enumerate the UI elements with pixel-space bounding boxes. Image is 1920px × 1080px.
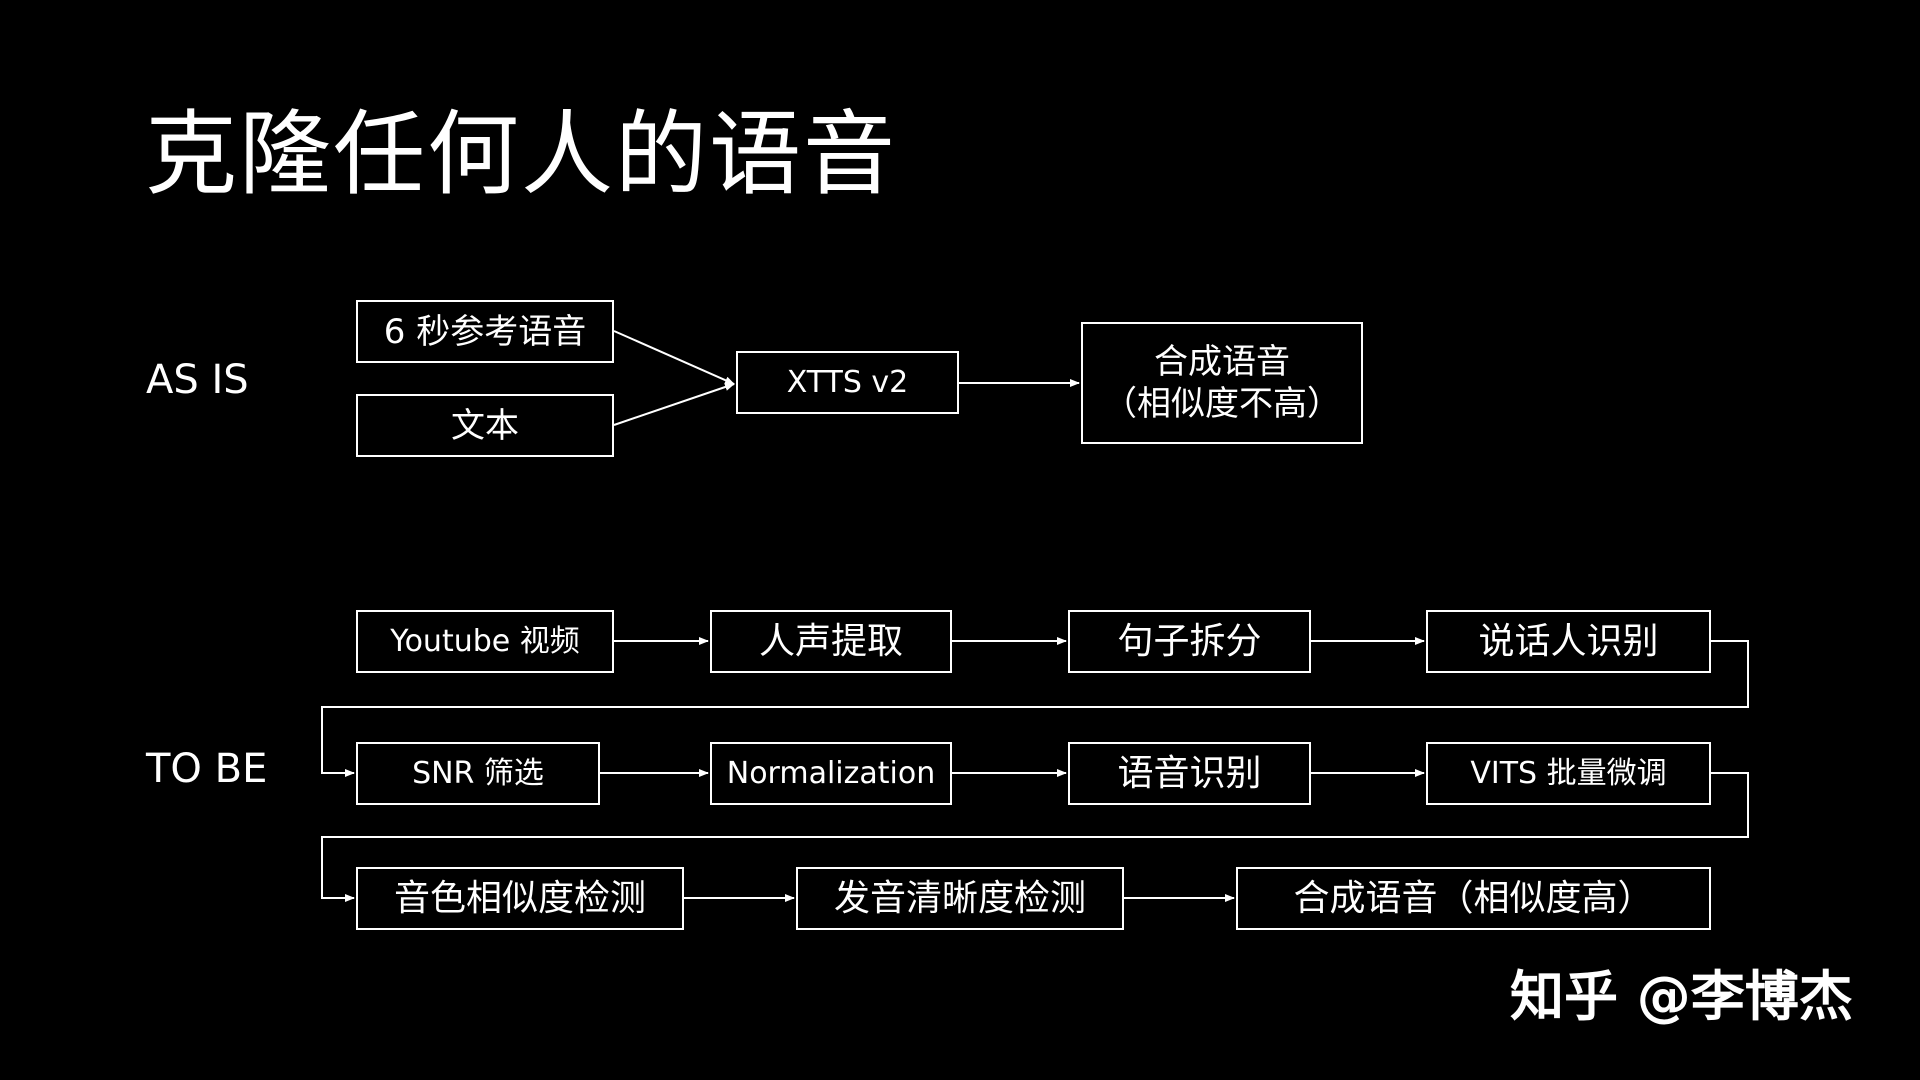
arrow-ref-to-xtts	[613, 330, 735, 385]
step-speaker-recognition: 说话人识别	[1426, 610, 1711, 673]
step-pronunciation-clarity-check: 发音清晰度检测	[796, 867, 1124, 930]
to-be-label: TO BE	[146, 746, 268, 792]
xtts-model-label: XTTS v2	[786, 364, 909, 400]
step-speech-recognition: 语音识别	[1068, 742, 1311, 805]
wrap-connector-row1-to-row2	[321, 640, 1749, 777]
as-is-label: AS IS	[146, 357, 249, 403]
as-is-output-box: 合成语音 （相似度不高）	[1081, 322, 1363, 444]
step-label: 音色相似度检测	[393, 877, 646, 919]
step-label: Youtube 视频	[390, 623, 580, 659]
step-label: 合成语音（相似度高）	[1293, 877, 1654, 919]
step-label: 句子拆分	[1117, 620, 1262, 662]
wrap-connector-row2-to-row3	[321, 772, 1749, 902]
arrow-text-to-xtts	[613, 383, 735, 426]
step-label: Normalization	[726, 755, 936, 791]
step-youtube-video: Youtube 视频	[356, 610, 614, 673]
step-vits-finetune: VITS 批量微调	[1426, 742, 1711, 805]
as-is-output-line1: 合成语音	[1154, 342, 1290, 382]
step-normalization: Normalization	[710, 742, 952, 805]
step-snr-filter: SNR 筛选	[356, 742, 600, 805]
step-label: SNR 筛选	[412, 755, 544, 791]
step-label: 发音清晰度检测	[833, 877, 1086, 919]
step-label: VITS 批量微调	[1470, 755, 1667, 791]
ref-audio-box: 6 秒参考语音	[356, 300, 614, 363]
xtts-model-box: XTTS v2	[736, 351, 959, 414]
step-final-synthesis: 合成语音（相似度高）	[1236, 867, 1711, 930]
step-sentence-split: 句子拆分	[1068, 610, 1311, 673]
text-input-box: 文本	[356, 394, 614, 457]
watermark: 知乎 @李博杰	[1510, 965, 1853, 1028]
as-is-output-line2: （相似度不高）	[1103, 384, 1341, 424]
text-input-label: 文本	[451, 405, 519, 446]
step-label: 语音识别	[1117, 752, 1262, 794]
step-timbre-similarity-check: 音色相似度检测	[356, 867, 684, 930]
slide-title: 克隆任何人的语音	[145, 101, 898, 208]
step-label: 人声提取	[758, 620, 903, 662]
ref-audio-label: 6 秒参考语音	[383, 311, 587, 352]
step-label: 说话人识别	[1478, 620, 1659, 662]
step-vocal-extraction: 人声提取	[710, 610, 952, 673]
